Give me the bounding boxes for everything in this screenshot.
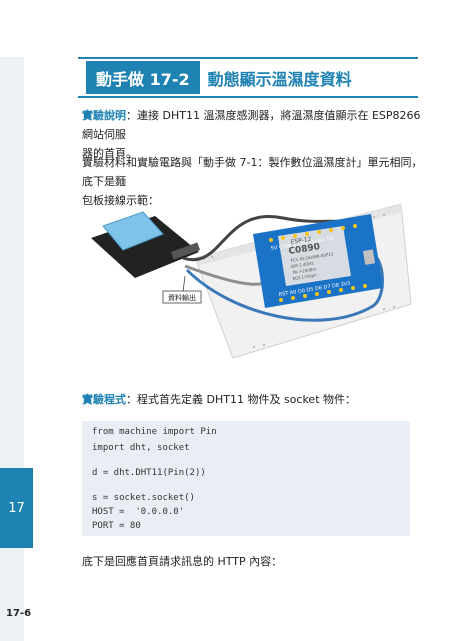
callout-box	[162, 290, 202, 304]
chip-line-5: PA +25dBm	[292, 266, 316, 275]
intro-text: ：連接 DHT11 溫濕度感測器，將溫濕度值顯示在 ESP8266 網站伺服	[82, 109, 421, 141]
chip-line-6: 802.11b/g/n	[292, 272, 317, 281]
chip-line-2: C0890	[288, 242, 321, 257]
code-block: from machine import Pin import dht, sock…	[82, 421, 410, 536]
wire-blue	[185, 254, 384, 322]
intro-paragraph: 實驗說明：連接 DHT11 溫濕度感測器，將溫濕度值顯示在 ESP8266 網站…	[82, 106, 427, 163]
dht11-sensor-module	[91, 211, 201, 278]
materials-paragraph: 實驗材料和實驗電路與「動手做 7-1：製作數位溫濕度計」單元相同，底下是麵 包板…	[82, 153, 427, 210]
side-strip	[0, 57, 24, 641]
page-number: 17-6	[6, 608, 32, 619]
intro-text-cont: 器的首頁。	[82, 147, 137, 160]
code-line-3: d = dht.DHT11(Pin(2))	[92, 468, 206, 478]
code-line-4: s = socket.socket()	[92, 493, 195, 503]
wiring-figure: 5V G D4 D3 D2 D1 RX TX RST A0 D0 D5 D6 D…	[83, 196, 413, 361]
chip-line-4: ISM 2.4GHz	[290, 260, 314, 269]
program-paragraph: 實驗程式：程式首先定義 DHT11 物件及 socket 物件：	[82, 390, 427, 409]
section-title-bar: 動手做 17-2 動態顯示溫濕度資料	[78, 57, 418, 98]
code-line-5: HOST = '0.0.0.0'	[92, 507, 185, 517]
materials-line-1: 實驗材料和實驗電路與「動手做 7-1：製作數位溫濕度計」單元相同，底下是麵	[82, 156, 423, 188]
section-label: 動手做 17-2	[86, 61, 200, 94]
callout-label: 資料輸出	[168, 293, 196, 302]
materials-line-2: 包板接線示範：	[82, 194, 159, 207]
code-line-1: from machine import Pin	[92, 427, 217, 437]
callout-pointer	[182, 275, 186, 293]
esp8266-board: 5V G D4 D3 D2 D1 RX TX RST A0 D0 D5 D6 D…	[253, 214, 383, 308]
code-line-6: PORT = 80	[92, 521, 141, 531]
section-title: 動態顯示溫濕度資料	[207, 69, 352, 89]
program-keyword: 實驗程式	[82, 393, 126, 406]
footer-text: 底下是回應首頁請求訊息的 HTTP 內容：	[82, 555, 283, 568]
wiring-illustration: 5V G D4 D3 D2 D1 RX TX RST A0 D0 D5 D6 D…	[91, 203, 412, 359]
chapter-tab: 17	[0, 468, 33, 548]
usb-port	[363, 249, 376, 265]
chip-line-1: ESP-12	[290, 236, 312, 246]
code-line-2: import dht, socket	[92, 443, 190, 453]
intro-keyword: 實驗說明	[82, 109, 126, 122]
chip-line-3: FCC ID:2AHMR-ESP12	[290, 251, 334, 263]
footer-paragraph: 底下是回應首頁請求訊息的 HTTP 內容：	[82, 552, 427, 571]
program-text: ：程式首先定義 DHT11 物件及 socket 物件：	[126, 393, 357, 406]
